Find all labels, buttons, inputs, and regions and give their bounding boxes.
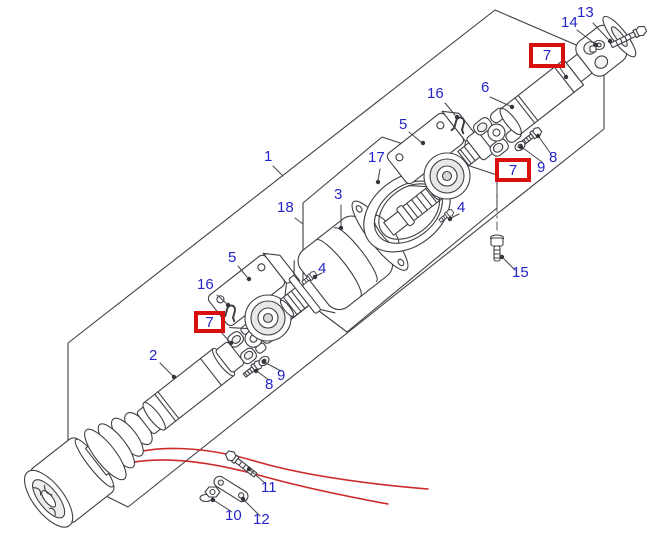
washer-14 <box>589 39 606 53</box>
callout-17: 17 <box>368 149 385 166</box>
callout-12: 12 <box>253 511 270 528</box>
cv-boot <box>84 412 153 481</box>
callout-3: 3 <box>334 186 343 203</box>
highlight-7-lower-label: 7 <box>205 313 214 331</box>
callout-2: 2 <box>149 347 158 364</box>
pointer-curves <box>120 447 429 505</box>
callout-11: 11 <box>261 479 277 496</box>
strap-12 <box>213 475 249 503</box>
leader-lines <box>159 22 613 517</box>
callout-8-lower: 8 <box>265 376 274 393</box>
callout-8-upper: 8 <box>549 149 558 166</box>
highlight-box-7-top[interactable]: 7 <box>529 43 565 68</box>
callout-5-front: 5 <box>228 249 237 266</box>
bolt-15 <box>489 234 505 262</box>
callout-16-lower: 16 <box>197 276 214 293</box>
rear-propshaft <box>457 15 637 167</box>
callout-4-front: 4 <box>318 260 327 277</box>
callout-6: 6 <box>481 79 490 96</box>
grease-bolt-4-front <box>301 271 318 285</box>
callout-9-lower: 9 <box>277 367 286 384</box>
callout-18: 18 <box>277 199 294 216</box>
callout-4-rear: 4 <box>457 199 466 216</box>
callout-10: 10 <box>225 507 242 524</box>
highlight-7-top-label: 7 <box>542 47 552 64</box>
bolt-13 <box>609 25 648 49</box>
bolt-8-upper <box>521 127 543 145</box>
callout-5-rear: 5 <box>399 116 408 133</box>
callout-13: 13 <box>577 4 594 21</box>
callout-16-upper: 16 <box>427 85 444 102</box>
highlight-7-middle-label: 7 <box>508 161 518 179</box>
callout-1: 1 <box>264 148 273 165</box>
callout-15: 15 <box>512 264 529 281</box>
bolt-11 <box>224 450 258 478</box>
callout-9-upper: 9 <box>537 159 546 176</box>
highlight-box-7-middle[interactable]: 7 <box>495 158 531 182</box>
highlight-box-7-lower[interactable]: 7 <box>194 311 225 333</box>
rear-center-bearing <box>386 110 480 200</box>
clip-16-upper <box>450 116 466 135</box>
callout-14: 14 <box>561 14 578 31</box>
nut-10 <box>199 486 221 503</box>
